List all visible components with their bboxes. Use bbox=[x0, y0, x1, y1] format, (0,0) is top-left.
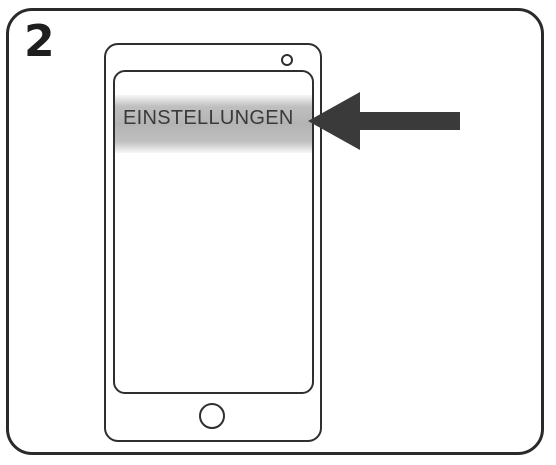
phone-screen: EINSTELLUNGEN bbox=[113, 70, 314, 394]
camera-icon bbox=[281, 54, 293, 66]
settings-highlight-bar bbox=[115, 95, 312, 153]
arrow-left-icon bbox=[308, 92, 460, 150]
home-button-icon bbox=[199, 403, 225, 429]
step-number: 2 bbox=[24, 16, 55, 67]
settings-label: EINSTELLUNGEN bbox=[123, 107, 294, 129]
